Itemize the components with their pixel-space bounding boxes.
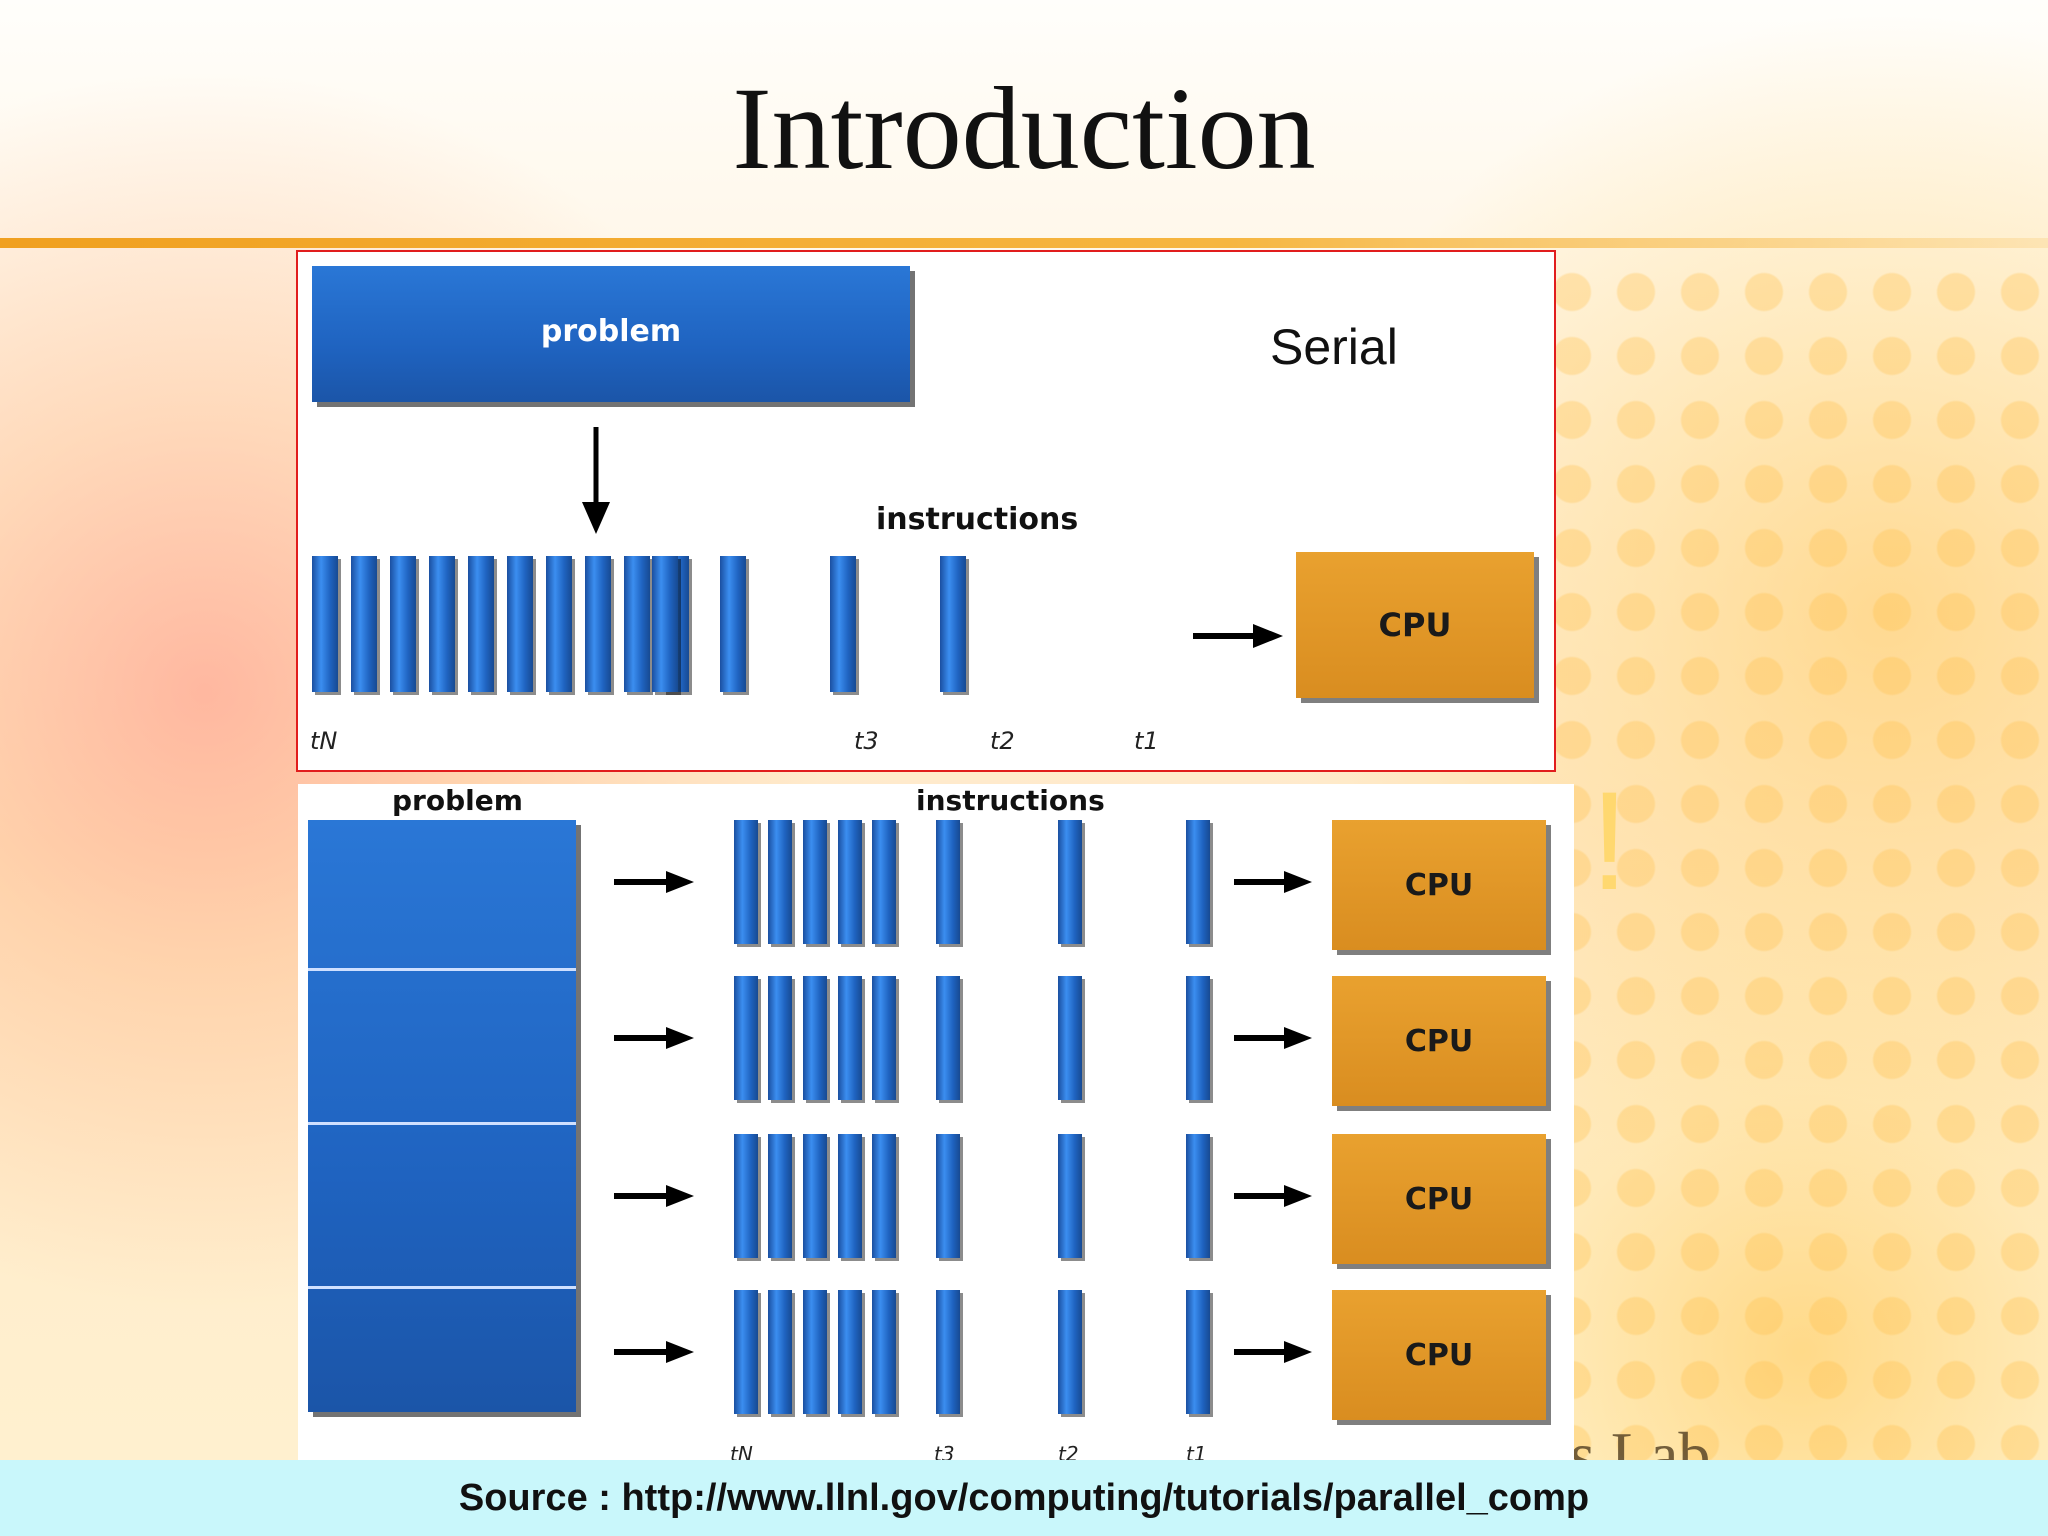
parallel-instruction-bar	[838, 976, 862, 1100]
decorative-dots	[1540, 260, 2048, 1460]
parallel-time-label-t2: t2	[1058, 1442, 1079, 1460]
slide-title: Introduction	[732, 63, 1316, 194]
parallel-cpu-box: CPU	[1332, 976, 1546, 1106]
parallel-cpu-label: CPU	[1404, 1337, 1474, 1373]
parallel-instruction-bar	[872, 820, 896, 944]
serial-heading: Serial	[1270, 319, 1398, 375]
parallel-instruction-bar	[872, 1134, 896, 1258]
parallel-instruction-bar	[734, 1134, 758, 1258]
parallel-instruction-bar	[734, 820, 758, 944]
parallel-instruction-bar	[1058, 820, 1082, 944]
right-arrow-head	[1284, 1185, 1312, 1207]
parallel-cpu-label: CPU	[1404, 1181, 1474, 1217]
parallel-instruction-bar	[734, 1290, 758, 1414]
parallel-instruction-bar	[838, 1290, 862, 1414]
parallel-row-arrows	[614, 871, 1312, 893]
serial-instruction-bar	[940, 556, 966, 692]
serial-time-label-tN: tN	[310, 727, 338, 755]
down-arrow-head	[582, 502, 610, 534]
parallel-instruction-bar	[1058, 1134, 1082, 1258]
serial-instruction-bar	[624, 556, 650, 692]
parallel-instruction-bar	[803, 820, 827, 944]
source-citation: Source : http://www.llnl.gov/computing/t…	[458, 1476, 1590, 1519]
right-arrow-head	[666, 1185, 694, 1207]
serial-instruction-bar	[429, 556, 455, 692]
parallel-problem-block	[308, 820, 576, 1412]
title-divider	[0, 238, 2048, 248]
serial-instruction-bar	[468, 556, 494, 692]
serial-instruction-bar	[507, 556, 533, 692]
parallel-instruction-bar	[872, 1290, 896, 1414]
parallel-row-arrows	[614, 1341, 1312, 1363]
parallel-instruction-bar	[1186, 1134, 1210, 1258]
parallel-instruction-bar	[768, 976, 792, 1100]
parallel-instruction-bar	[936, 1134, 960, 1258]
parallel-cpu-box: CPU	[1332, 820, 1546, 950]
parallel-instruction-bar	[1186, 820, 1210, 944]
serial-arrows	[582, 427, 1283, 648]
parallel-instruction-bar	[768, 820, 792, 944]
parallel-instruction-bar	[838, 1134, 862, 1258]
parallel-instruction-bar	[768, 1134, 792, 1258]
right-arrow-head	[666, 871, 694, 893]
serial-instruction-bar	[830, 556, 856, 692]
serial-instruction-bar	[652, 556, 678, 692]
parallel-instruction-bar	[1186, 976, 1210, 1100]
parallel-instruction-bar	[734, 976, 758, 1100]
serial-problem-label: problem	[540, 314, 682, 349]
right-arrow-head	[1284, 871, 1312, 893]
parallel-instruction-bar	[936, 820, 960, 944]
serial-time-label-t2: t2	[990, 727, 1015, 755]
serial-time-label-t3: t3	[854, 727, 879, 755]
parallel-instruction-bar	[1058, 976, 1082, 1100]
serial-cpu-box: CPU	[1296, 552, 1534, 698]
serial-problem-block: problem	[312, 266, 910, 402]
problem-partition-line	[308, 1122, 576, 1125]
serial-instruction-bar	[585, 556, 611, 692]
parallel-instruction-bar	[838, 820, 862, 944]
serial-instructions-label: instructions	[876, 502, 1079, 537]
parallel-instruction-bar	[803, 1290, 827, 1414]
source-footer: Source : http://www.llnl.gov/computing/t…	[0, 1460, 2048, 1536]
parallel-cpu-label: CPU	[1404, 867, 1474, 903]
parallel-instruction-bar	[1186, 1290, 1210, 1414]
serial-cpu-label: CPU	[1378, 606, 1452, 644]
parallel-instruction-bar	[803, 1134, 827, 1258]
parallel-time-label-t1: t1	[1186, 1442, 1207, 1460]
serial-diagram-panel: problem instructions CPU tN t3 t2 t1	[296, 250, 1556, 772]
serial-instruction-bar	[390, 556, 416, 692]
problem-partition-line	[308, 1286, 576, 1289]
right-arrow-head	[1284, 1027, 1312, 1049]
parallel-instruction-bar	[936, 1290, 960, 1414]
serial-instruction-bar	[546, 556, 572, 692]
parallel-instruction-bar	[936, 976, 960, 1100]
parallel-instruction-bar	[872, 976, 896, 1100]
parallel-cpu-box: CPU	[1332, 1134, 1546, 1264]
serial-instruction-bar	[720, 556, 746, 692]
right-arrow-head	[1284, 1341, 1312, 1363]
background-symbol: !	[1590, 762, 1629, 919]
parallel-row-arrows	[614, 1185, 1312, 1207]
serial-time-label-t1: t1	[1134, 727, 1159, 755]
parallel-instruction-bar	[768, 1290, 792, 1414]
parallel-row-arrows	[614, 1027, 1312, 1049]
parallel-cpu-box: CPU	[1332, 1290, 1546, 1420]
right-arrow-head	[666, 1341, 694, 1363]
parallel-instructions-label: instructions	[916, 784, 1105, 817]
parallel-instruction-bar	[1058, 1290, 1082, 1414]
serial-instruction-bar	[351, 556, 377, 692]
parallel-instruction-bar	[803, 976, 827, 1100]
parallel-problem-label: problem	[392, 784, 523, 817]
serial-instruction-bar	[312, 556, 338, 692]
problem-partition-line	[308, 968, 576, 971]
parallel-time-label-tN: tN	[730, 1442, 753, 1460]
right-arrow-head	[1253, 624, 1283, 648]
parallel-time-label-t3: t3	[934, 1442, 955, 1460]
parallel-cpu-label: CPU	[1404, 1023, 1474, 1059]
right-arrow-head	[666, 1027, 694, 1049]
